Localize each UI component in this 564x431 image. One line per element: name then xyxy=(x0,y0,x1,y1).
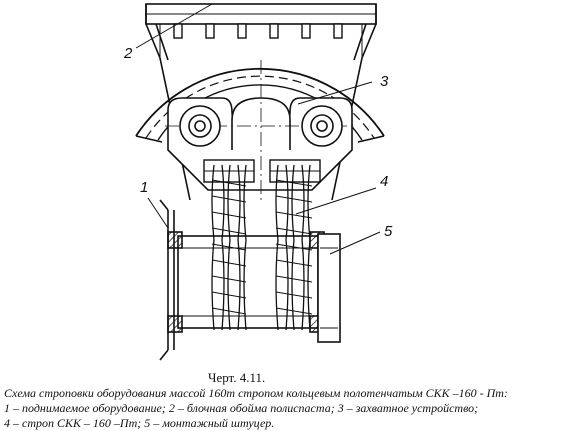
label-2: 2 xyxy=(123,45,133,62)
figure-number: Черт. 4.11. xyxy=(208,370,266,385)
right-sheave xyxy=(301,105,343,147)
rigging-scheme-drawing: 2 3 4 5 1 xyxy=(123,3,393,361)
caption-line-3: 4 – строп СКК – 160 –Пт; 5 – монтажный ш… xyxy=(4,416,275,430)
sling-attachment-lugs xyxy=(203,159,321,183)
label-5: 5 xyxy=(384,223,393,240)
mounting-nozzle xyxy=(177,233,341,343)
label-1: 1 xyxy=(140,179,148,196)
label-3: 3 xyxy=(380,73,389,90)
caption-line-2: 1 – поднимаемое оборудование; 2 – блочна… xyxy=(4,401,479,415)
ring-slings xyxy=(211,164,313,331)
caption-line-1: Схема строповки оборудования массой 160т… xyxy=(4,386,508,400)
leader-lines xyxy=(135,3,381,255)
label-4: 4 xyxy=(380,173,388,190)
left-sheave xyxy=(179,105,221,147)
